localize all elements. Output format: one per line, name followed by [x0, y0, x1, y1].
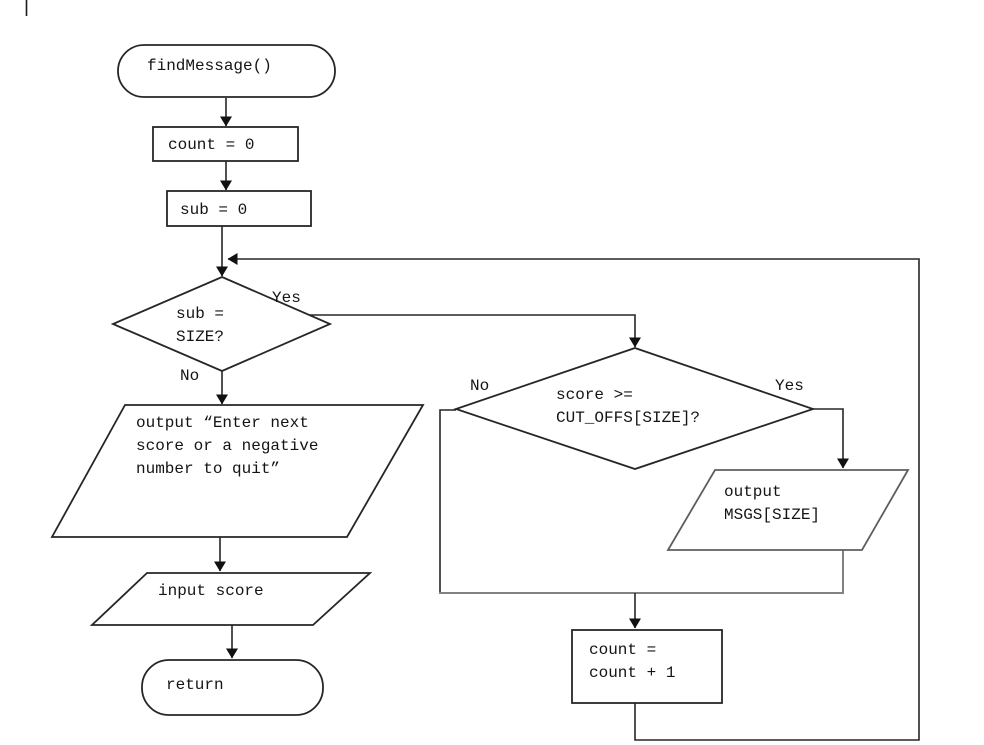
node-end-label: return: [166, 676, 224, 694]
process-shape: [166, 190, 312, 227]
node-prompt-line2: score or a negative: [136, 437, 318, 455]
edge-scoretest-no: [439, 409, 456, 592]
decision-shape: [110, 276, 333, 372]
terminator-shape: [117, 44, 336, 98]
node-input-score: input score: [89, 572, 373, 626]
node-increment: count = count + 1: [571, 629, 723, 704]
node-score-test: score >= CUT_OFFS[SIZE]?: [453, 347, 816, 470]
node-init-sub: sub = 0: [166, 190, 312, 227]
io-shape: [666, 469, 910, 551]
node-output-msg-line1: output: [724, 483, 782, 501]
node-loop-test-line1: sub =: [176, 305, 224, 323]
node-score-test-line1: score >=: [556, 386, 633, 404]
node-output-msg-line2: MSGS[SIZE]: [724, 506, 820, 524]
node-loop-test: sub = SIZE?: [110, 276, 333, 372]
label-score-test-yes: Yes: [775, 377, 804, 395]
decision-shape: [453, 347, 816, 470]
node-init-sub-label: sub = 0: [180, 201, 247, 219]
node-init-count: count = 0: [152, 126, 299, 162]
node-increment-line2: count + 1: [589, 664, 675, 682]
node-start: findMessage(): [117, 44, 336, 98]
label-score-test-no: No: [470, 377, 489, 395]
node-init-count-label: count = 0: [168, 136, 254, 154]
node-increment-line1: count =: [589, 641, 656, 659]
node-end: return: [141, 659, 324, 716]
process-shape: [571, 629, 723, 704]
label-loop-test-no: No: [180, 367, 199, 385]
edge-loopback: [227, 253, 920, 741]
node-loop-test-line2: SIZE?: [176, 328, 224, 346]
node-input-score-label: input score: [158, 582, 264, 600]
node-score-test-line2: CUT_OFFS[SIZE]?: [556, 409, 700, 427]
edge-scoretest-yes: [813, 408, 849, 469]
label-loop-test-yes: Yes: [272, 289, 301, 307]
io-shape: [89, 572, 373, 626]
node-prompt-line1: output “Enter next: [136, 414, 309, 432]
edge-looptest-yes: [309, 314, 641, 348]
terminator-shape: [141, 659, 324, 716]
process-shape: [152, 126, 299, 162]
io-shape: [50, 404, 425, 538]
node-prompt-line3: number to quit”: [136, 460, 280, 478]
node-start-label: findMessage(): [147, 57, 272, 75]
node-output-msg: output MSGS[SIZE]: [666, 469, 910, 551]
node-prompt-output: output “Enter next score or a negative n…: [50, 404, 425, 538]
